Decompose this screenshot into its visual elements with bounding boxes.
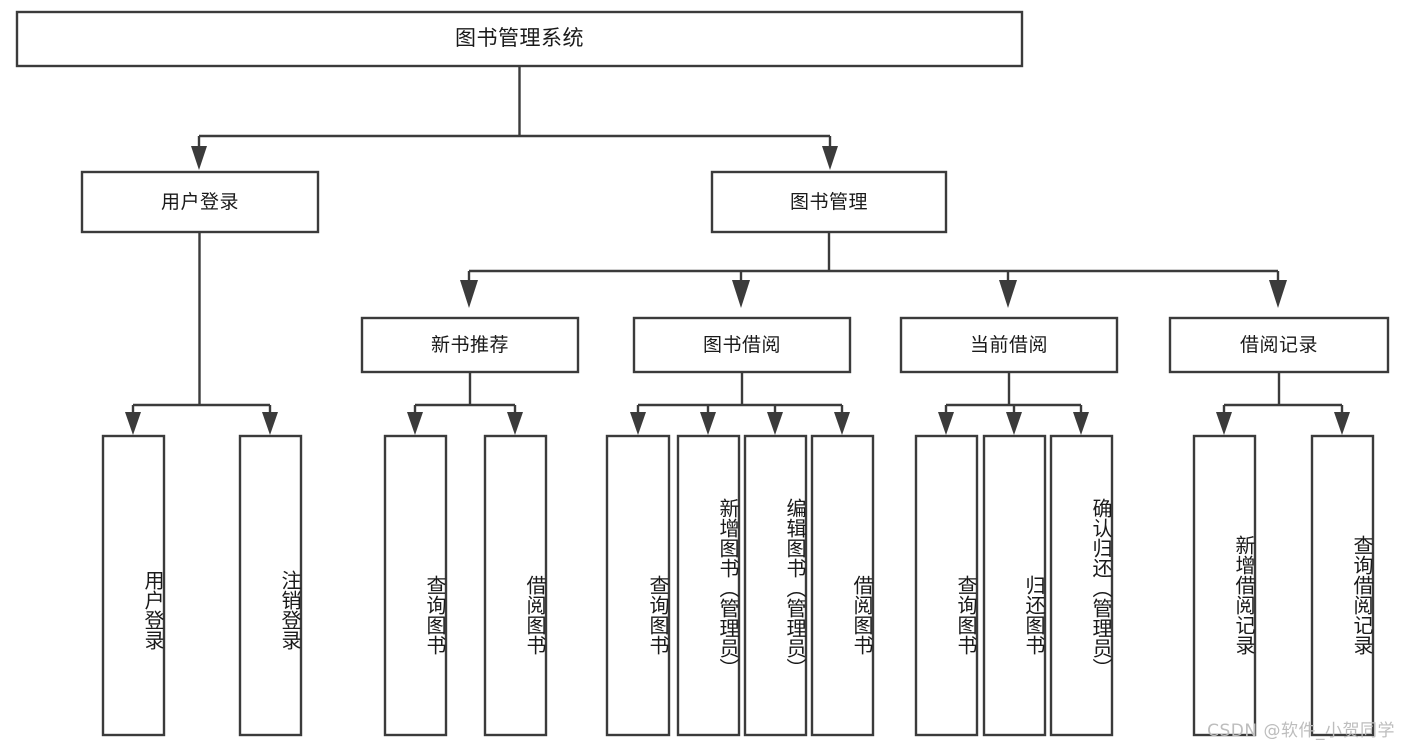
node-leaf-query-book-1-box[interactable] [383, 434, 448, 737]
node-leaf-query-record-box[interactable] [1310, 434, 1375, 737]
connector-new-book-recommend-bus [413, 372, 517, 414]
connector-user-login-bus [131, 232, 272, 414]
connector-current-borrow-bus [944, 372, 1083, 414]
node-leaf-return-book-box[interactable] [982, 434, 1047, 737]
node-root-box[interactable] [15, 10, 1024, 68]
node-leaf-borrow-book-2-box[interactable] [810, 434, 875, 737]
connector-book-borrow-bus [636, 372, 844, 414]
node-leaf-add-book-box[interactable] [676, 434, 741, 737]
connector-book-management-bus [467, 232, 1280, 282]
arrow-to-leaf-query-record [1334, 412, 1350, 435]
arrow-to-leaf-query-book-3 [938, 412, 954, 435]
arrow-to-borrow-record [1269, 280, 1287, 308]
arrow-to-leaf-confirm-return [1073, 412, 1089, 435]
arrow-to-new-book-recommend [460, 280, 478, 308]
arrow-to-leaf-query-book-2 [630, 412, 646, 435]
arrow-to-book-borrow [732, 280, 750, 308]
node-current-borrow-box[interactable] [899, 316, 1119, 374]
node-leaf-logout-box[interactable] [238, 434, 303, 737]
node-leaf-confirm-return-box[interactable] [1049, 434, 1114, 737]
arrow-to-leaf-query-book-1 [407, 412, 423, 435]
node-leaf-add-record-box[interactable] [1192, 434, 1257, 737]
node-user-login-box[interactable] [80, 170, 320, 234]
arrow-to-leaf-borrow-book-2 [834, 412, 850, 435]
arrow-to-leaf-add-book [700, 412, 716, 435]
node-book-borrow-box[interactable] [632, 316, 852, 374]
arrow-to-leaf-borrow-book-1 [507, 412, 523, 435]
connector-root-bus [197, 66, 832, 148]
arrow-to-current-borrow [999, 280, 1017, 308]
arrow-to-leaf-user-login [125, 412, 141, 435]
node-new-book-recommend-box[interactable] [360, 316, 580, 374]
arrow-to-book-management [822, 146, 838, 170]
arrow-to-leaf-add-record [1216, 412, 1232, 435]
node-borrow-record-box[interactable] [1168, 316, 1390, 374]
connector-borrow-record-bus [1222, 372, 1344, 414]
arrow-to-leaf-edit-book [767, 412, 783, 435]
node-leaf-user-login-box[interactable] [101, 434, 166, 737]
arrow-to-user-login [191, 146, 207, 170]
arrow-to-leaf-logout [262, 412, 278, 435]
node-book-management-box[interactable] [710, 170, 948, 234]
node-leaf-query-book-2-box[interactable] [605, 434, 671, 737]
node-leaf-edit-book-box[interactable] [743, 434, 808, 737]
node-leaf-borrow-book-1-box[interactable] [483, 434, 548, 737]
node-leaf-query-book-3-box[interactable] [914, 434, 979, 737]
arrow-to-leaf-return-book [1006, 412, 1022, 435]
